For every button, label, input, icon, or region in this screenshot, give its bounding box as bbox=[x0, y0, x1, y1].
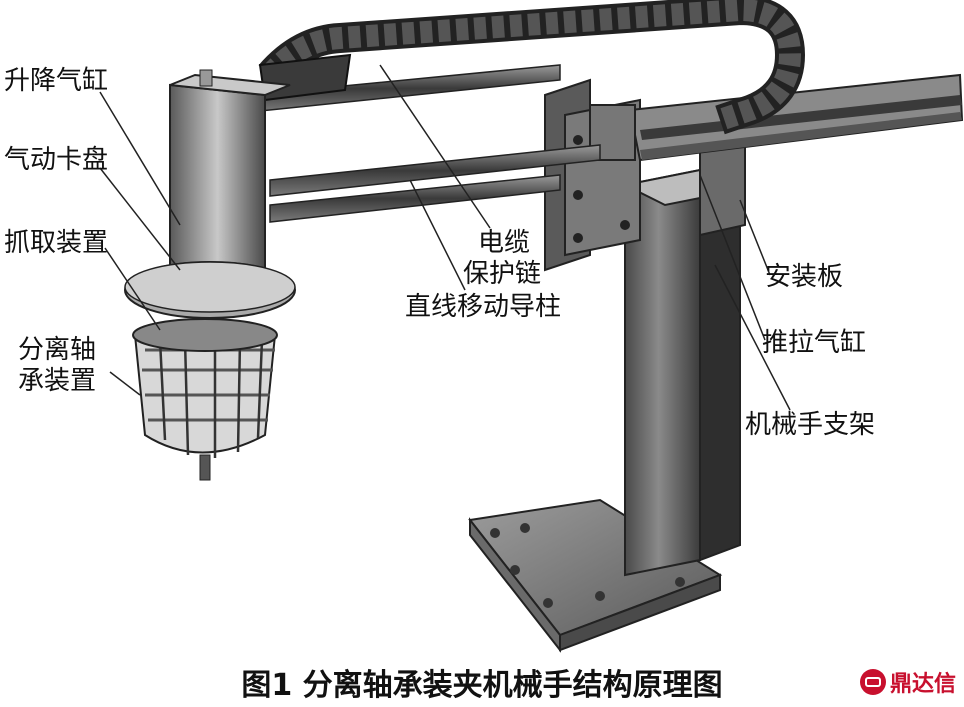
label-cable-chain-2: 保护链 bbox=[463, 259, 542, 289]
support-base-plate bbox=[468, 498, 723, 653]
label-push-pull-cylinder: 推拉气缸 bbox=[762, 328, 867, 358]
label-lift-cylinder: 升降气缸 bbox=[4, 66, 109, 96]
leader-lines bbox=[99, 64, 791, 411]
label-cable-chain-1: 电缆 bbox=[478, 228, 531, 258]
label-manipulator-support: 机械手支架 bbox=[745, 410, 876, 440]
label-linear-guide: 直线移动导柱 bbox=[405, 292, 562, 322]
linear-guide-rods bbox=[249, 64, 601, 223]
label-separating-bearing-2: 承装置 bbox=[18, 366, 97, 396]
pneumatic-chuck-disc bbox=[124, 261, 296, 319]
label-gripping-device: 抓取装置 bbox=[4, 228, 109, 258]
logo-icon bbox=[860, 669, 886, 695]
separating-bearing-device bbox=[132, 318, 278, 481]
watermark-logo: 鼎达信 bbox=[860, 668, 957, 697]
watermark-text: 鼎达信 bbox=[890, 672, 957, 697]
push-pull-cylinder bbox=[589, 73, 964, 162]
label-separating-bearing-1: 分离轴 bbox=[18, 335, 97, 365]
label-mounting-plate: 安装板 bbox=[765, 262, 844, 292]
label-pneumatic-chuck: 气动卡盘 bbox=[4, 145, 109, 175]
figure-caption: 图1 分离轴承装夹机械手结构原理图 bbox=[241, 668, 723, 703]
